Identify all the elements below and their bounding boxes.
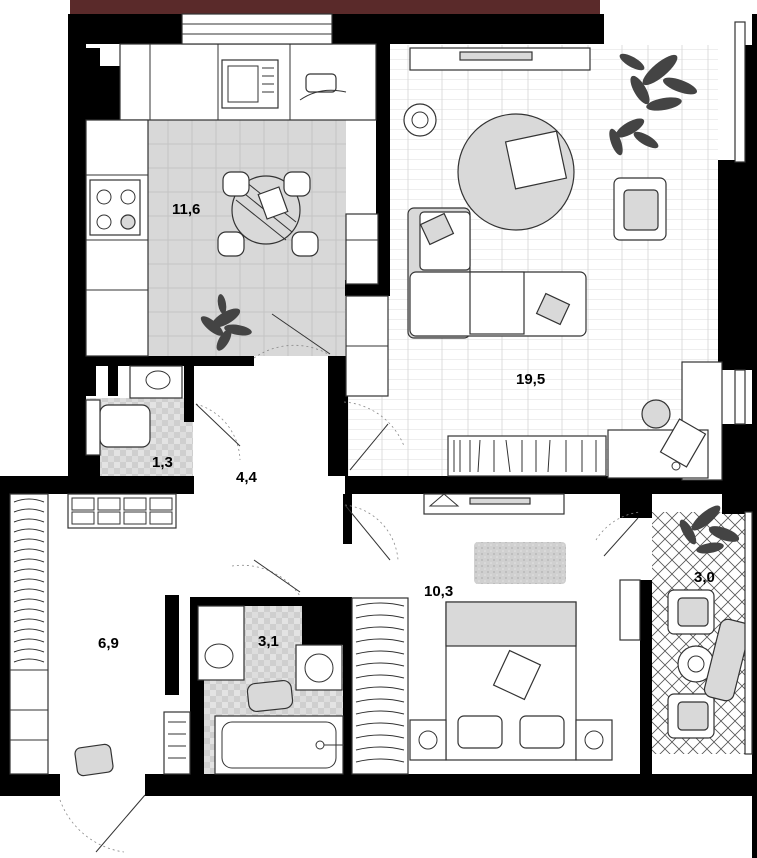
plant-icon: [679, 505, 740, 554]
room-area-bathroom: 3,1: [258, 633, 279, 650]
room-area-living: 19,5: [516, 371, 545, 388]
top-strip: [70, 0, 600, 14]
bathroom-fixtures: [197, 605, 344, 775]
floor-lamp-icon: [403, 103, 437, 137]
room-area-balcony: 3,0: [694, 569, 715, 586]
room-area-kitchen: 11,6: [172, 201, 200, 218]
balcony-furniture: [667, 505, 751, 739]
plant-icon: [200, 294, 252, 351]
sink-icon: [204, 643, 234, 669]
plant-icon: [619, 53, 698, 111]
room-area-wc: 1,3: [152, 454, 173, 471]
room-area-bedroom: 10,3: [424, 583, 453, 600]
bedroom-rug: [474, 542, 566, 584]
wc-fixtures: [85, 365, 183, 456]
windows: [734, 21, 753, 755]
bookshelf-icon: [447, 435, 607, 477]
door-swings: [59, 313, 641, 853]
sink-icon: [145, 370, 171, 390]
bedroom-furniture: [351, 493, 641, 775]
room-area-hall: 4,4: [236, 469, 258, 486]
wardrobe-icon: [351, 597, 409, 775]
toilet-icon: [99, 404, 151, 448]
wardrobe-icon: [9, 493, 49, 775]
living-furniture: [345, 47, 723, 481]
plant-icon: [609, 118, 659, 156]
kitchen-furniture: [85, 13, 379, 357]
washing-machine-icon: [295, 644, 343, 691]
shoe-rack-icon: [67, 493, 177, 529]
door-mat-icon: [74, 743, 114, 777]
bathtub-icon: [214, 715, 344, 775]
room-area-entrance: 6,9: [98, 635, 119, 652]
entrance-furniture: [9, 493, 191, 777]
